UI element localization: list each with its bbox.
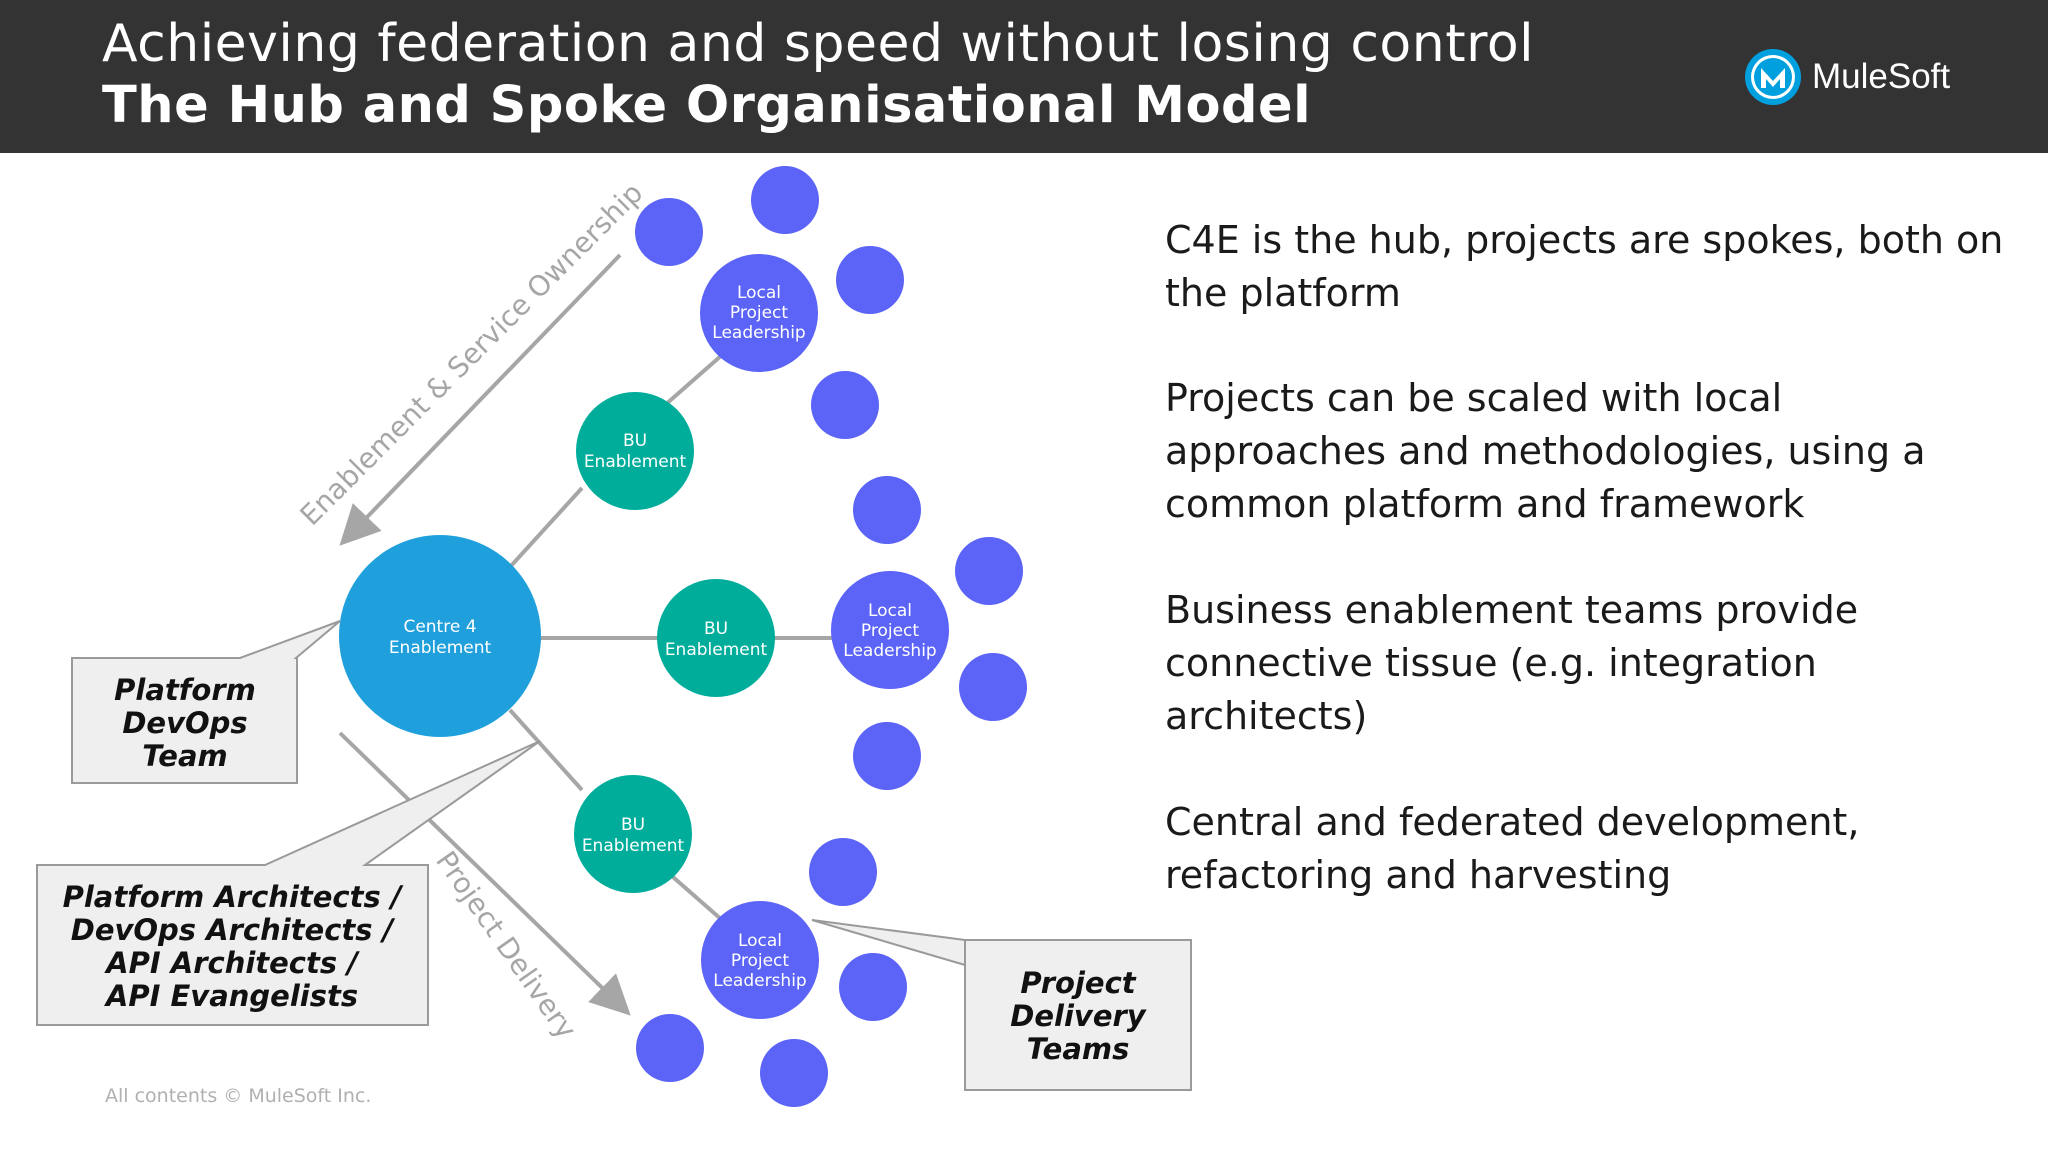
node-label: Leadership [843, 641, 936, 661]
spoke-circle [635, 198, 703, 266]
hub-centre-4-enablement: Centre 4 Enablement [339, 535, 541, 737]
spoke-circle [959, 653, 1027, 721]
connector-hub-bu-bottom [508, 708, 584, 792]
spoke-circle [853, 476, 921, 544]
mulesoft-logo-icon [1745, 49, 1801, 105]
node-label: Local [738, 931, 782, 951]
callout-text: Project [1020, 966, 1136, 1000]
node-label: Local [868, 601, 912, 621]
node-label: BU [621, 815, 645, 835]
spoke-circle [839, 953, 907, 1021]
spoke-circle [853, 722, 921, 790]
callout-text: Platform [114, 673, 256, 707]
node-label: Leadership [713, 971, 806, 991]
body-paragraph-scaling: Projects can be scaled with local approa… [1165, 376, 1926, 526]
spoke-circle [760, 1039, 828, 1107]
header-bar: Achieving federation and speed without l… [0, 0, 2048, 153]
bu-enablement-middle: BU Enablement [657, 579, 775, 697]
body-paragraph-hub: C4E is the hub, projects are spokes, bot… [1165, 218, 2004, 315]
bu-enablement-bottom: BU Enablement [574, 775, 692, 893]
spoke-circle [836, 246, 904, 314]
connector-bu-leadership-bottom [663, 868, 724, 922]
callout-architects: Platform Architects / DevOps Architects … [36, 740, 541, 1026]
spoke-circle [809, 838, 877, 906]
node-label: Enablement [389, 638, 492, 658]
spoke-circle [955, 537, 1023, 605]
node-label: Enablement [584, 452, 687, 472]
node-label: Centre 4 [403, 617, 476, 637]
callout-text: DevOps Architects / [71, 913, 396, 947]
callout-platform-devops-team: Platform DevOps Team [71, 620, 341, 784]
local-leadership-middle: Local Project Leadership [831, 571, 949, 689]
mulesoft-logo: MuleSoft [1744, 46, 1950, 108]
spoke-circle [636, 1014, 704, 1082]
node-label: Leadership [712, 323, 805, 343]
bu-enablement-top: BU Enablement [576, 392, 694, 510]
connector-hub-bu-top [508, 486, 584, 569]
node-label: Project [731, 951, 789, 971]
node-label: Enablement [665, 640, 768, 660]
local-leadership-bottom: Local Project Leadership [701, 901, 819, 1019]
callout-text: API Architects / [104, 946, 360, 980]
spoke-circle [751, 166, 819, 234]
body-paragraph-development: Central and federated development, refac… [1165, 800, 1860, 897]
delivery-arrow [338, 731, 631, 1016]
local-leadership-top: Local Project Leadership [700, 254, 818, 372]
callout-text: Teams [1027, 1032, 1130, 1066]
slide-title: Achieving federation and speed without l… [102, 14, 1535, 74]
node-label: BU [623, 431, 647, 451]
callout-text: Delivery [1010, 999, 1146, 1033]
slide-subtitle: The Hub and Spoke Organisational Model [102, 76, 1312, 135]
spoke-circle [811, 371, 879, 439]
enablement-arrow [339, 253, 622, 546]
callout-text: DevOps [122, 706, 247, 740]
callout-text: Platform Architects / [63, 880, 404, 914]
callout-project-delivery-teams: Project Delivery Teams [811, 919, 1192, 1091]
callout-text: Team [142, 739, 228, 773]
copyright-footer: All contents © MuleSoft Inc. [105, 1085, 372, 1107]
node-label: Project [730, 303, 788, 323]
callout-text: API Evangelists [104, 979, 358, 1013]
logo-text: MuleSoft [1812, 57, 1951, 96]
connector-bu-leadership-top [663, 353, 724, 407]
node-label: Enablement [582, 836, 685, 856]
node-label: BU [704, 619, 728, 639]
body-paragraph-business-enablement: Business enablement teams provide connec… [1165, 588, 1859, 738]
node-label: Project [861, 621, 919, 641]
node-label: Local [737, 283, 781, 303]
